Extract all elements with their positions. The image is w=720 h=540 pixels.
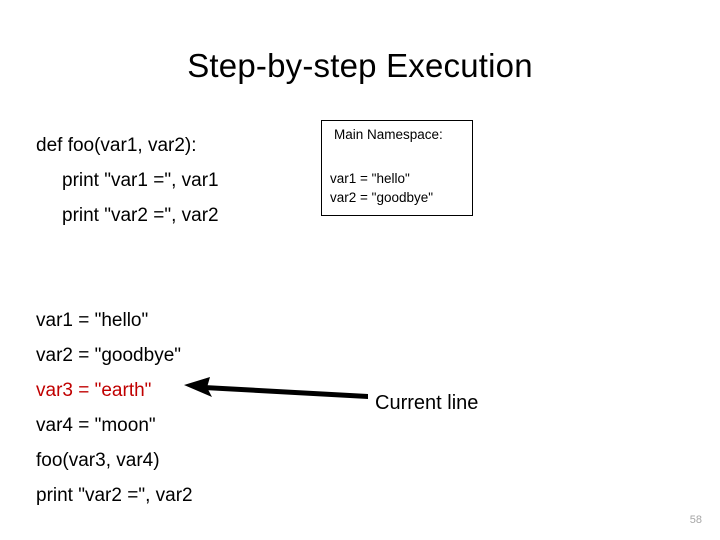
page-title: Step-by-step Execution xyxy=(187,47,533,84)
code-line: var1 = "hello" xyxy=(36,310,149,331)
code-line: var4 = "moon" xyxy=(36,415,156,436)
main-code-block: var1 = "hello" var2 = "goodbye" var3 = "… xyxy=(36,303,193,513)
code-line: foo(var3, var4) xyxy=(36,450,160,471)
code-line: var2 = "goodbye" xyxy=(36,345,182,366)
main-namespace-box: Main Namespace: var1 = "hello" var2 = "g… xyxy=(321,120,473,216)
code-line-current: var3 = "earth" xyxy=(36,380,152,401)
function-code-block: def foo(var1, var2): print "var1 =", var… xyxy=(36,128,219,233)
arrow-left-icon xyxy=(184,377,368,399)
namespace-variable: var2 = "goodbye" xyxy=(330,190,434,205)
namespace-variable-list: var1 = "hello" var2 = "goodbye" xyxy=(330,169,433,207)
namespace-title: Main Namespace: xyxy=(334,127,443,142)
namespace-variable: var1 = "hello" xyxy=(330,171,410,186)
code-line: print "var1 =", var1 xyxy=(62,170,219,191)
current-line-callout-label: Current line xyxy=(375,392,479,414)
code-line: def foo(var1, var2): xyxy=(36,135,197,156)
code-line: print "var2 =", var2 xyxy=(36,485,193,506)
code-line: print "var2 =", var2 xyxy=(62,205,219,226)
page-number: 58 xyxy=(689,514,702,526)
